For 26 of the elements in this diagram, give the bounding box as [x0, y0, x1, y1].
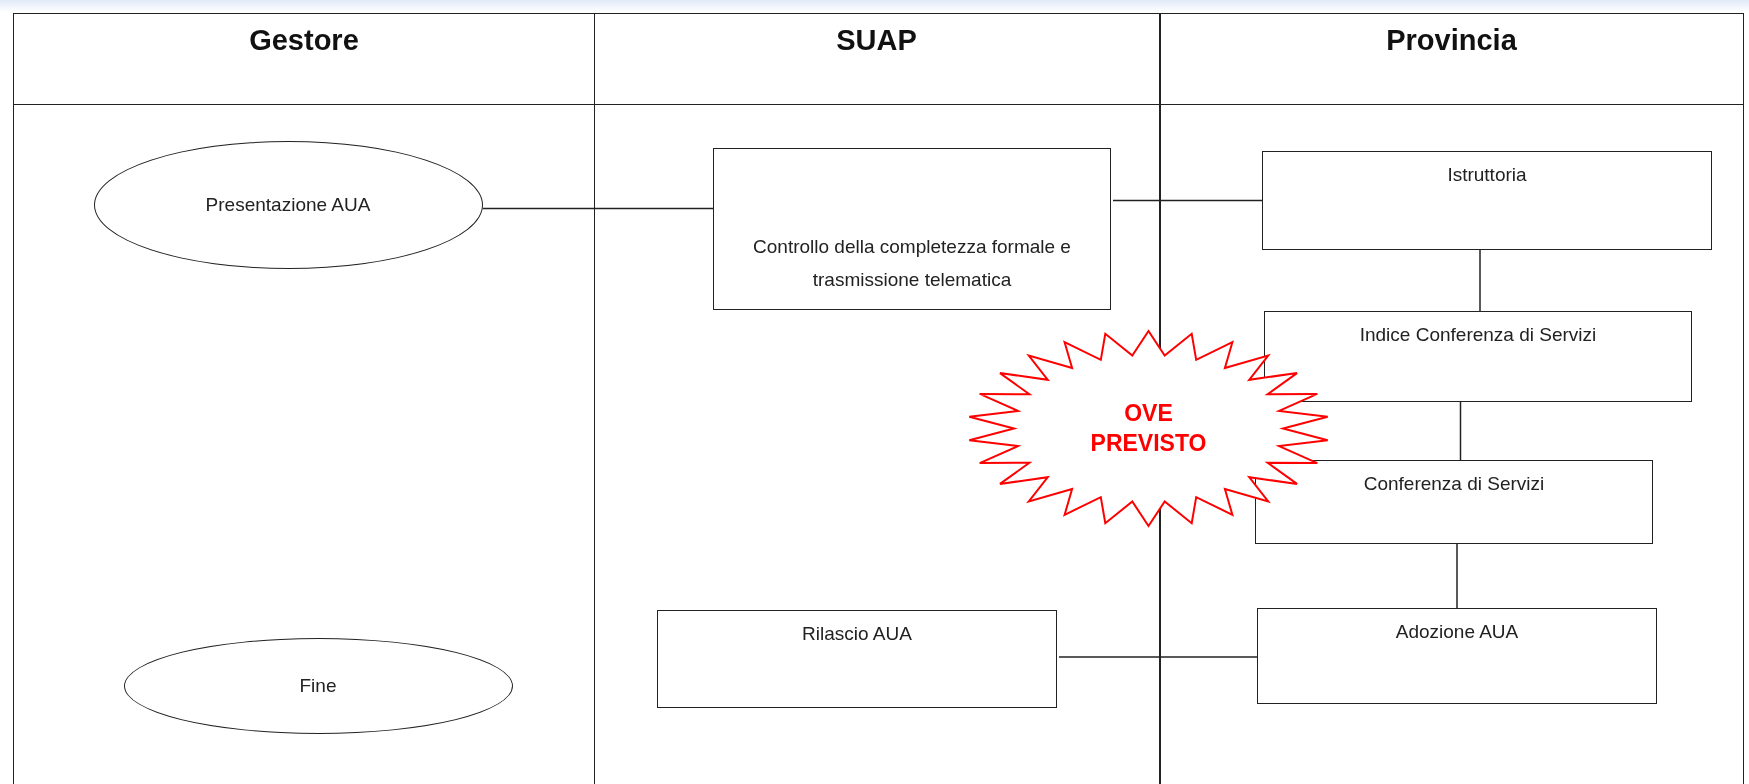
lane-header: Gestore	[249, 24, 359, 57]
connector-line	[1459, 401, 1462, 461]
node-text: Adozione AUA	[1395, 619, 1519, 644]
lane-header: Provincia	[1386, 24, 1517, 57]
node-text: Istruttoria	[1447, 162, 1527, 187]
connector-line	[1112, 199, 1265, 202]
node-text: Rilascio AUA	[802, 621, 912, 646]
node-text: Controllo della completezza formale e trasmissione telematica	[752, 235, 1072, 293]
lane-header: SUAP	[836, 24, 917, 57]
node-text: Presentazione AUA	[205, 192, 371, 217]
process-box	[1255, 459, 1653, 544]
connector-line	[481, 207, 716, 210]
node-text: Indice Conferenza di Servizi	[1359, 322, 1597, 347]
node-text: Fine	[299, 673, 337, 698]
process-box	[1257, 607, 1657, 704]
node-text: Conferenza di Servizi	[1363, 471, 1545, 496]
process-box	[713, 147, 1111, 310]
connector-line	[1058, 656, 1260, 658]
starburst	[966, 329, 1331, 528]
connector-line	[1456, 543, 1458, 609]
swimlane	[13, 13, 595, 784]
process-box	[1264, 310, 1692, 402]
process-box	[657, 609, 1057, 708]
callout-text: OVE PREVISTO	[1089, 398, 1208, 458]
connector-line	[1479, 249, 1481, 312]
process-box	[1262, 150, 1712, 250]
